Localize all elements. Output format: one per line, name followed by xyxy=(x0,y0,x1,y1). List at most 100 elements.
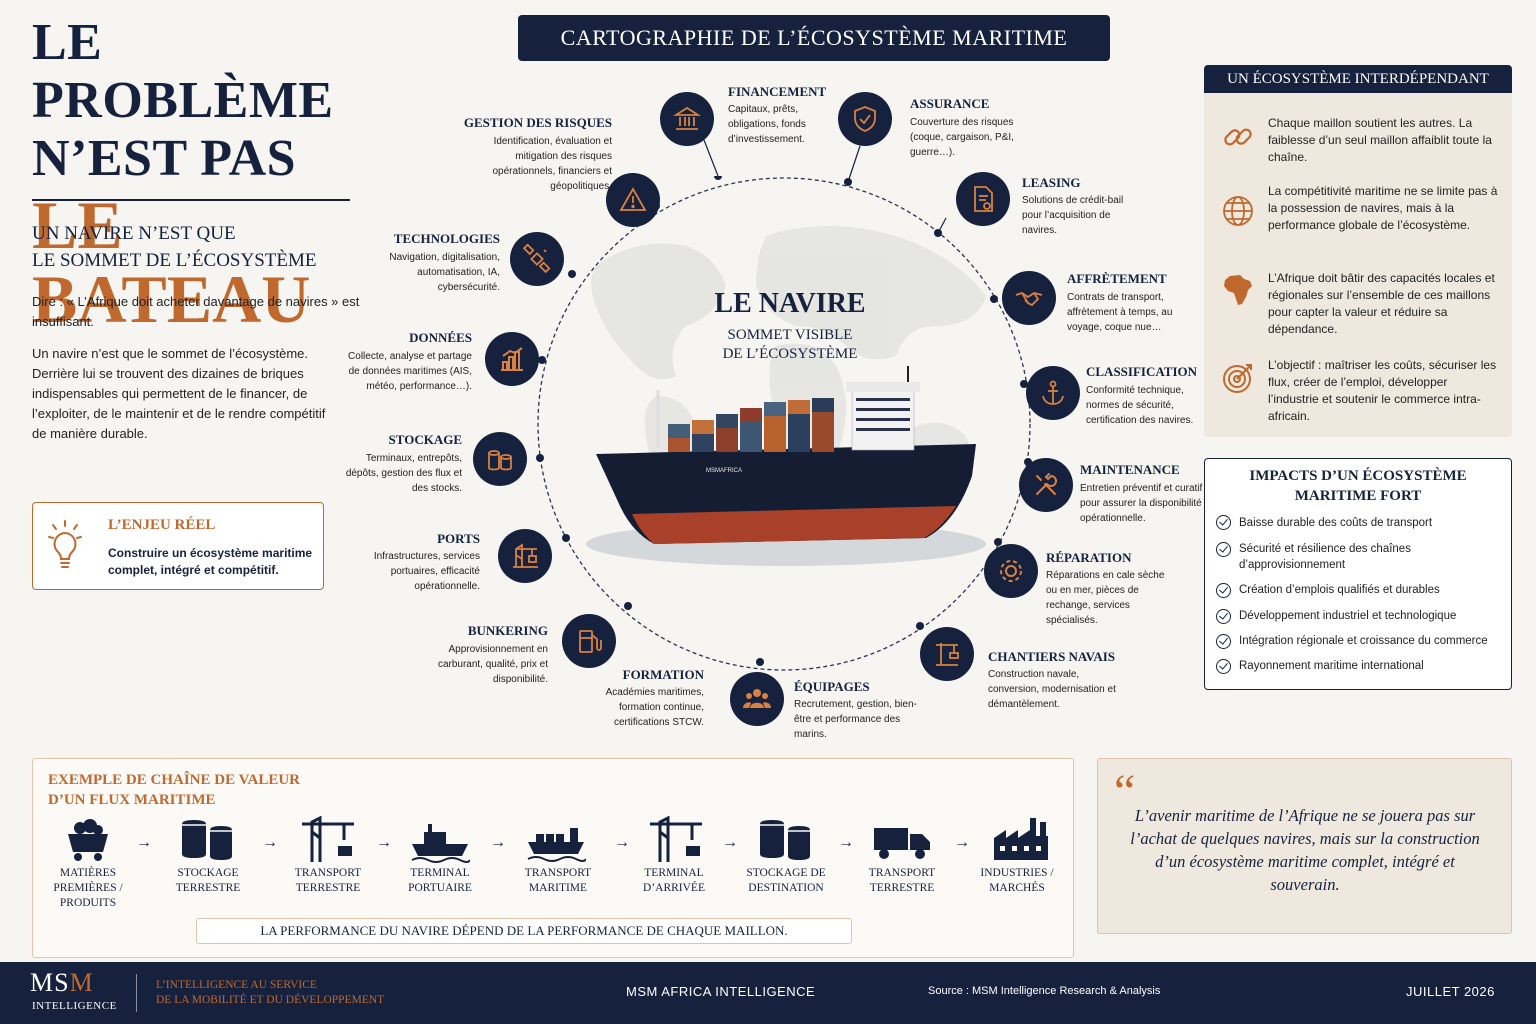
ship-subtitle: SOMMET VISIBLE DE L’ÉCOSYSTÈME xyxy=(680,326,900,364)
chain-link-icon xyxy=(1224,128,1252,146)
africa-icon xyxy=(1224,275,1252,305)
chain-step-label: MATIÈRES PREMIÈRES / PRODUITS xyxy=(53,867,123,909)
assurance-title: ASSURANCE xyxy=(910,96,990,111)
hero-divider xyxy=(32,199,350,201)
impact-item: Intégration régionale et croissance du c… xyxy=(1239,635,1488,647)
maintenance-node[interactable] xyxy=(1019,458,1073,512)
wrench-icon xyxy=(1036,473,1057,495)
chain-step-label: STOCKAGE TERRESTRE xyxy=(175,867,241,894)
hero-subtitle-line-2: LE SOMMET DE L’ÉCOSYSTÈME xyxy=(32,250,317,271)
check-icon xyxy=(1216,634,1231,649)
logo-subtitle: INTELLIGENCE xyxy=(32,1000,117,1012)
equipages-title: ÉQUIPAGES xyxy=(794,679,870,694)
ports-node[interactable] xyxy=(498,529,552,583)
impact-item: Baisse durable des coûts de transport xyxy=(1239,517,1433,529)
technologies-title: TECHNOLOGIES xyxy=(393,231,500,246)
fuel-icon xyxy=(579,630,602,653)
tanks-icon xyxy=(760,820,810,860)
check-icon xyxy=(1216,583,1231,598)
satellite-icon xyxy=(522,244,551,274)
interdependent-ecosystem-panel xyxy=(1204,65,1512,437)
ports-desc: Infrastructures, services portuaires, ef… xyxy=(373,551,480,592)
tug-ship-icon xyxy=(411,824,470,863)
document-icon xyxy=(974,186,993,212)
mine-cart-icon xyxy=(68,819,108,861)
footer-tagline: L’INTELLIGENCE AU SERVICE DE LA MOBILITÉ… xyxy=(156,978,384,1008)
chain-step-label: TRANSPORT TERRESTRE xyxy=(868,867,936,894)
stockage-node[interactable] xyxy=(473,432,527,486)
anchor-icon xyxy=(1042,380,1064,405)
hero-line-1: LE PROBLÈME xyxy=(32,14,334,129)
footer-brand: MSM AFRICA INTELLIGENCE xyxy=(626,984,816,999)
impact-item: Sécurité et résilience des chaînes d’app… xyxy=(1239,543,1411,571)
target-icon xyxy=(1223,364,1252,393)
enjeu-body: Construire un écosystème maritime comple… xyxy=(108,546,313,577)
truck-icon xyxy=(874,828,930,859)
ship-title: LE NAVIRE xyxy=(714,288,866,319)
chain-step-label: INDUSTRIES / MARCHÉS xyxy=(980,867,1054,894)
handshake-icon xyxy=(1015,292,1043,307)
technologies-node[interactable] xyxy=(510,232,564,286)
chain-arrow: → xyxy=(954,834,970,851)
ecosystem-circle: MSMAFRICA xyxy=(536,176,1032,671)
eco-item-1: Chaque maillon soutient les autres. La f… xyxy=(1268,116,1492,164)
eco-item-2: La compétitivité maritime ne se limite p… xyxy=(1268,184,1498,232)
chain-arrow: → xyxy=(614,834,630,851)
intro-paragraph-1: Dire : « L’Afrique doit acheter davantag… xyxy=(32,294,360,329)
logo-ms: MS xyxy=(30,968,70,997)
enjeu-title: L’ENJEU RÉEL xyxy=(108,517,216,533)
financement-node[interactable] xyxy=(660,92,714,146)
value-chain-title: EXEMPLE DE CHAÎNE DE VALEUR D’UN FLUX MA… xyxy=(48,770,300,810)
eco-item-3: L’Afrique doit bâtir des capacités local… xyxy=(1268,271,1495,336)
chain-step-label: STOCKAGE DE DESTINATION xyxy=(746,867,826,894)
hero-title: LE PROBLÈME N’EST PAS LE BATEAU xyxy=(32,14,412,336)
donnees-title: DONNÉES xyxy=(409,330,472,345)
equipages-node[interactable] xyxy=(730,672,784,726)
impacts-title-line-1: IMPACTS D’UN ÉCOSYSTÈME xyxy=(1249,468,1467,484)
assurance-node[interactable] xyxy=(838,92,892,146)
crane-icon xyxy=(650,816,702,862)
impacts-title: IMPACTS D’UN ÉCOSYSTÈME MARITIME FORT xyxy=(1204,466,1512,506)
ecosystem-map-banner: CARTOGRAPHIE DE L’ÉCOSYSTÈME MARITIME xyxy=(518,15,1110,61)
leasing-title: LEASING xyxy=(1022,175,1081,190)
gestion-risques-node[interactable] xyxy=(606,173,660,227)
donnees-node[interactable] xyxy=(485,332,539,386)
bar-chart-icon xyxy=(501,347,523,371)
shield-icon xyxy=(854,106,876,132)
chain-step-label: TRANSPORT MARITIME xyxy=(524,867,592,894)
assurance-desc: Couverture des risques (coque, cargaison… xyxy=(910,117,1014,158)
container-ship-illustration: MSMAFRICA xyxy=(586,366,986,566)
classification-node[interactable] xyxy=(1026,366,1080,420)
footer-source: Source : MSM Intelligence Research & Ana… xyxy=(928,985,1161,997)
equipages-desc: Recrutement, gestion, bien-être et perfo… xyxy=(794,699,917,740)
chain-arrow: → xyxy=(136,834,152,851)
leasing-node[interactable] xyxy=(956,172,1010,226)
chain-arrow: → xyxy=(262,834,278,851)
reparation-node[interactable] xyxy=(984,544,1038,598)
classification-desc: Conformité technique, normes de sécurité… xyxy=(1086,385,1194,426)
footer-bar xyxy=(0,962,1536,1024)
hero-line-2: N’EST PAS xyxy=(32,130,297,187)
msm-logo: MSM xyxy=(30,968,94,998)
affretement-desc: Contrats de transport, affrètement à tem… xyxy=(1067,292,1173,333)
chantiers-navals-node[interactable] xyxy=(920,627,974,681)
footer-tagline-line-2: DE LA MOBILITÉ ET DU DÉVELOPPEMENT xyxy=(156,994,385,1006)
eco-item-4: L’objectif : maîtriser les coûts, sécuri… xyxy=(1268,358,1497,423)
check-icon xyxy=(1216,609,1231,624)
logo-m: M xyxy=(69,968,94,997)
value-chain-title-line-1: EXEMPLE DE CHAÎNE DE VALEUR xyxy=(48,772,300,788)
hero-subtitle-line-1: UN NAVIRE N’EST QUE xyxy=(32,223,236,244)
affretement-node[interactable] xyxy=(1002,271,1056,325)
chantiers-navals-title: CHANTIERS NAVAIS xyxy=(988,649,1116,664)
factory-icon xyxy=(994,818,1048,860)
tanks-icon xyxy=(182,820,232,860)
container-ship-icon xyxy=(527,828,586,862)
chantiers-navals-desc: Construction navale, conversion, moderni… xyxy=(988,669,1116,710)
formation-desc: Académies maritimes, formation continue,… xyxy=(605,687,704,728)
check-icon xyxy=(1216,659,1231,674)
quote-panel xyxy=(1097,758,1512,934)
chain-arrow: → xyxy=(490,834,506,851)
bunkering-node[interactable] xyxy=(562,614,616,668)
chain-step-label: TRANSPORT TERRESTRE xyxy=(294,867,362,894)
gestion-risques-title: GESTION DES RISQUES xyxy=(463,115,612,130)
